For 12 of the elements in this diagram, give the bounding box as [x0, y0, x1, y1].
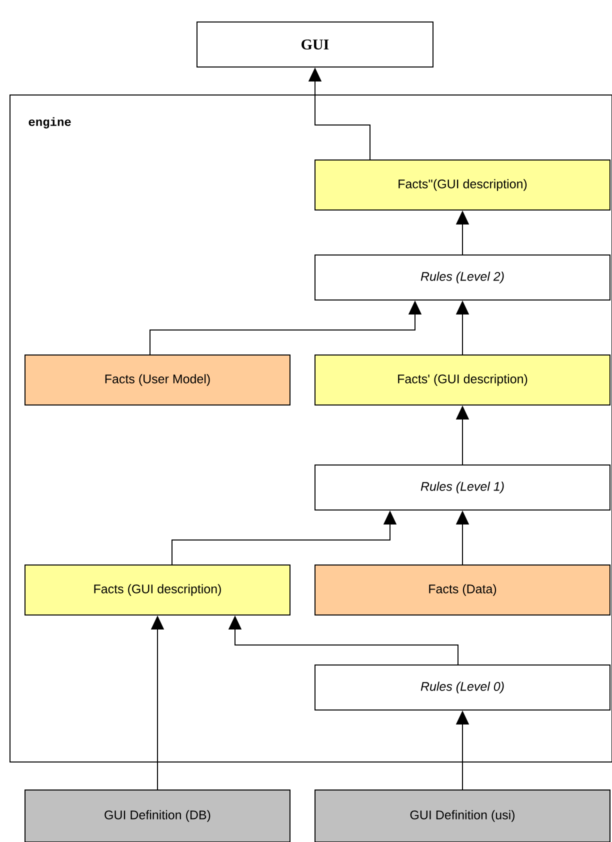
- top-box: GUI: [196, 22, 434, 68]
- rules-box: Rules (Level 2): [314, 254, 610, 300]
- rules-box: Rules (Level 0): [314, 664, 610, 710]
- definition-box: GUI Definition (DB): [24, 790, 290, 842]
- definition-box: GUI Definition (usi): [314, 790, 610, 842]
- facts-box: Facts (GUI description): [24, 564, 290, 616]
- rules-box: Rules (Level 1): [314, 464, 610, 510]
- frame-title: engine: [28, 117, 71, 128]
- facts-box: Facts' (GUI description): [314, 354, 610, 406]
- facts-box: Facts''(GUI description): [314, 160, 610, 210]
- facts-box: Facts (Data): [314, 564, 610, 616]
- facts-box: Facts (User Model): [24, 354, 290, 406]
